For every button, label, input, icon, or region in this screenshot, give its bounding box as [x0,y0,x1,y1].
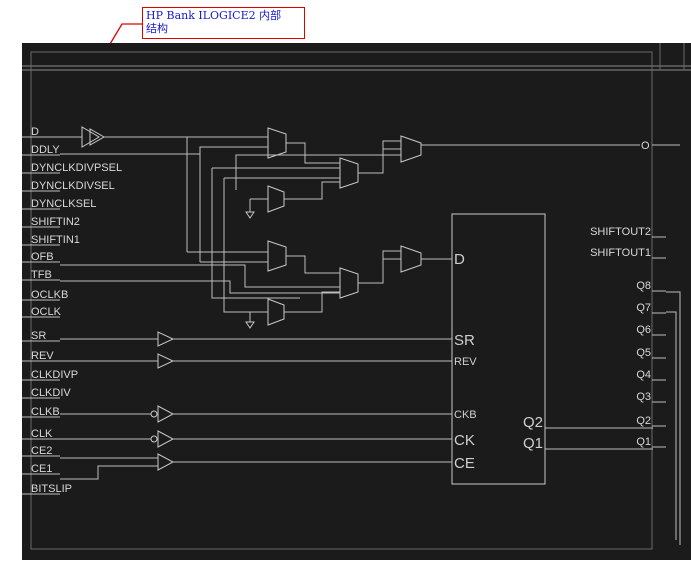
right-pin-label: Q3 [636,391,651,403]
left-pin-tfb: TFB [22,269,60,281]
right-pin-label: Q7 [636,302,651,314]
left-pin-bitslip: BITSLIP [22,483,72,495]
right-pin-label: Q4 [636,369,651,381]
left-pin-label: DYNCLKDIVPSEL [31,162,122,174]
delay-block-1 [267,185,285,213]
serdes-out-q1: Q1 [523,435,543,452]
left-pin-ddly: DDLY [22,144,60,156]
serdes-in-sr: SR [454,332,475,349]
left-pin-clkb: CLKB [22,406,60,418]
left-pin-ce1: CE1 [22,463,60,475]
right-pin-q4: Q4 [636,369,666,381]
internal-logic [60,126,681,545]
serdes-block [451,213,546,485]
left-pin-group: D DDLY DYNCLKDIVPSEL DYNCLKDIVSEL DYNCLKSEL S… [22,126,122,495]
left-pin-shiftin2: SHIFTIN2 [22,216,80,228]
right-pin-label: SHIFTOUT2 [590,226,651,238]
serdes-in-ce: CE [454,455,475,472]
left-pin-label: SHIFTIN2 [31,216,80,228]
left-pin-ofb: OFB [22,251,60,263]
left-pin-ce2: CE2 [22,445,60,457]
right-pin-shiftout2: SHIFTOUT2 [590,226,666,238]
left-pin-label: CE1 [31,463,52,475]
mux-1 [267,127,287,159]
left-pin-label: SHIFTIN1 [31,234,80,246]
ce-buffer [157,453,175,471]
mux-3 [400,135,422,163]
right-pin-shiftout1: SHIFTOUT1 [590,247,666,259]
right-pin-label: Q2 [636,415,651,427]
left-pin-label: OCLK [31,306,62,318]
left-pin-dynclksel: DYNCLKSEL [22,198,96,210]
right-pin-q1: Q1 [636,436,666,448]
right-pin-label: O [641,140,650,152]
left-pin-dynclkdivsel: DYNCLKDIVSEL [22,180,115,192]
left-pin-clk: CLK [22,428,60,440]
mux-5 [339,267,359,299]
right-pin-q5: Q5 [636,347,666,359]
right-pin-q2: Q2 [636,415,666,427]
left-pin-shiftin1: SHIFTIN1 [22,234,80,246]
right-pin-label: Q5 [636,347,651,359]
left-pin-label: BITSLIP [31,483,72,495]
clk-buffer [157,430,175,448]
left-pin-d: D [22,126,60,138]
right-pin-q3: Q3 [636,391,666,403]
left-pin-label: TFB [31,269,52,281]
annotation-callout: HP Bank ILOGICE2 内部 结构 [142,7,305,39]
left-pin-label: REV [31,350,54,362]
right-pin-label: Q1 [636,436,651,448]
serdes-in-ckb: CKB [454,409,477,421]
right-pin-label: Q6 [636,324,651,336]
mux-4 [267,240,287,272]
right-pin-q6: Q6 [636,324,666,336]
serdes-in-ck: CK [454,432,475,449]
left-pin-oclkb: OCLKB [22,289,68,301]
left-pin-label: SR [31,330,46,342]
right-pin-o: O [641,140,680,152]
left-pin-label: D [31,126,39,138]
right-pin-q8: Q8 [636,280,666,292]
left-pin-label: DYNCLKSEL [31,198,96,210]
left-pin-label: CE2 [31,445,52,457]
left-pin-label: OFB [31,251,54,263]
left-pin-clkdiv: CLKDIV [22,387,71,399]
right-pin-label: SHIFTOUT1 [590,247,651,259]
serdes-out-q2: Q2 [523,414,543,431]
left-pin-rev: REV [22,350,60,362]
mux-6 [400,245,422,273]
left-pin-label: DDLY [31,144,60,156]
left-pin-dynclkdivpsel: DYNCLKDIVPSEL [22,162,122,174]
left-pin-label: DYNCLKDIVSEL [31,180,115,192]
clkb-buffer [157,405,175,423]
left-pin-label: CLKDIV [31,387,71,399]
left-pin-label: CLKB [31,406,60,418]
left-pin-label: CLKDIVP [31,369,78,381]
right-pin-q7: Q7 [636,302,666,314]
left-pin-clkdivp: CLKDIVP [22,369,78,381]
callout-line-2: 结构 [146,22,168,35]
serdes-in-d: D [454,251,465,268]
left-pin-oclk: OCLK [22,306,62,318]
right-pin-label: Q8 [636,280,651,292]
left-pin-label: OCLKB [31,289,68,301]
callout-line-1: HP Bank ILOGICE2 内部 [146,9,282,22]
delay-block-2 [267,298,285,326]
schematic-canvas [22,43,691,560]
serdes-in-rev: REV [454,356,477,368]
left-pin-sr: SR [22,330,60,342]
left-pin-label: CLK [31,428,53,440]
